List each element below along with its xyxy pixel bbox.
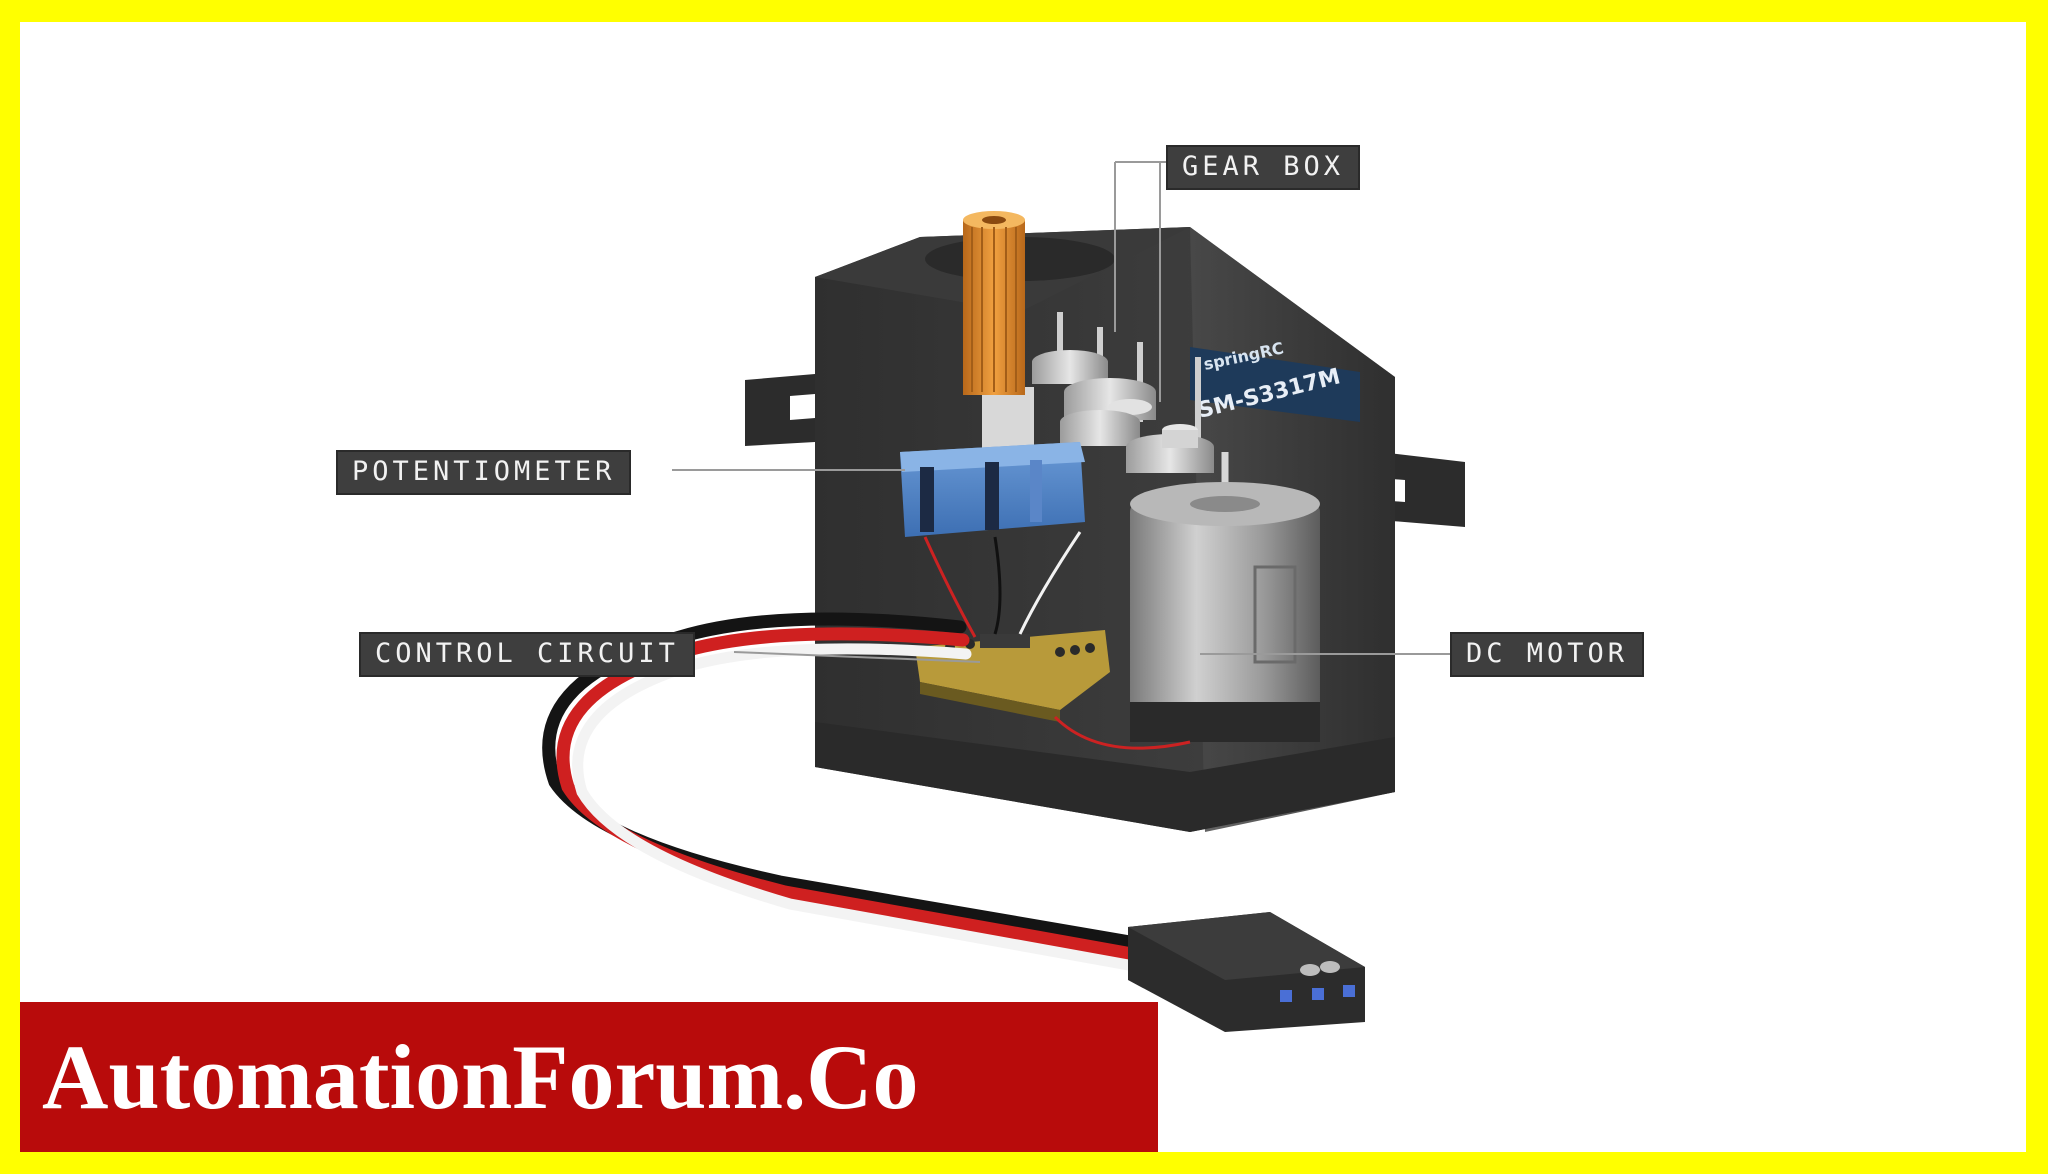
- output-shaft: [963, 211, 1034, 457]
- control-circuit-label: CONTROL CIRCUIT: [359, 632, 695, 677]
- gear-box-label: GEAR BOX: [1166, 145, 1361, 190]
- mounting-tab-right: [1380, 452, 1465, 527]
- watermark-banner: AutomationForum.Co: [20, 1002, 1158, 1152]
- image-frame: springRC SM-S3317M: [20, 22, 2026, 1152]
- internal-wires: [923, 531, 1191, 750]
- model-sticker: [1190, 347, 1360, 422]
- mounting-tab-left: [745, 374, 815, 446]
- potentiometer-label: POTENTIOMETER: [336, 450, 632, 495]
- control-circuit-leader: [733, 651, 981, 663]
- dc-motor-label: DC MOTOR: [1450, 632, 1645, 677]
- leader-lines: [672, 161, 1450, 663]
- servo-illustration: springRC SM-S3317M: [542, 161, 1465, 1032]
- dc-motor-component: [1130, 452, 1320, 742]
- servo-connector: [1128, 912, 1365, 1032]
- gear-train: [1032, 312, 1214, 473]
- potentiometer-component: [900, 442, 1085, 537]
